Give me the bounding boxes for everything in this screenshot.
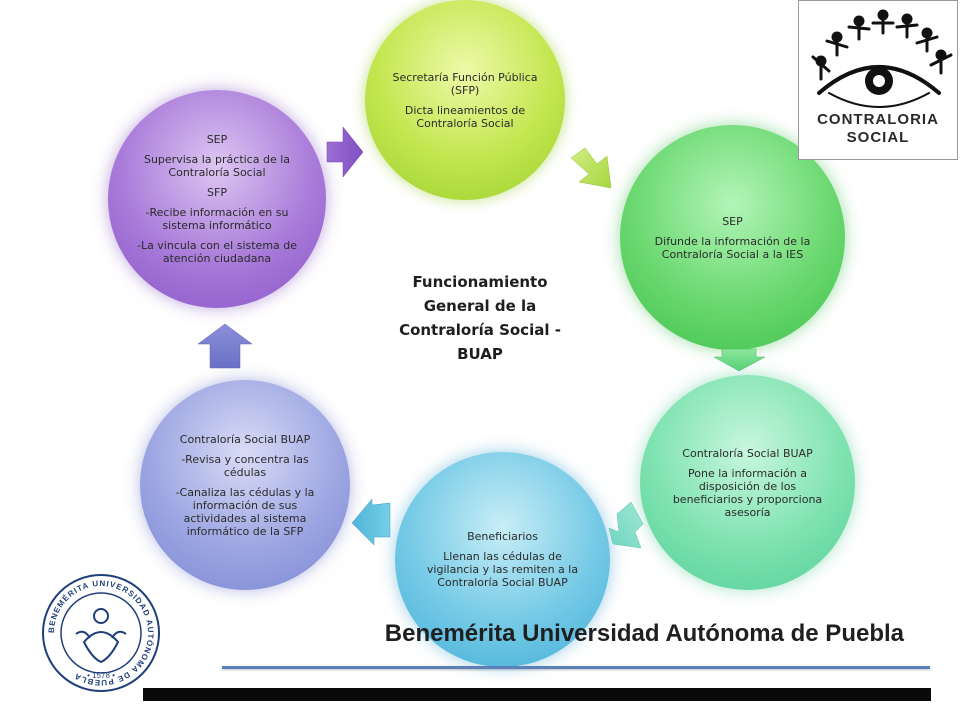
node-csr-title: Contraloría Social BUAP [179,432,311,446]
buap-year: • 1578 • [87,671,115,680]
node-sep-title: SEP [722,214,743,228]
node-contraloria-buap-left: Contraloría Social BUAP -Revisa y concen… [140,380,350,590]
arrow-sfp-to-sep [570,147,612,189]
node-csr-item2: -Canaliza las cédulas y la información d… [175,485,315,538]
node-sepr-item1: -Recibe información en su sistema inform… [145,206,289,232]
node-csb-title: Contraloría Social BUAP [682,446,813,460]
node-csb-desc: Pone la información a disposición de los… [672,466,823,519]
footer-blue-line [222,666,930,669]
node-ben-desc: Llenan las cédulas de vigilancia y las r… [426,550,579,589]
buap-seal-logo: BENEMÉRITA UNIVERSIDAD AUTÓNOMA DE PUEBL… [40,572,162,694]
node-sep: SEP Difunde la información de la Contral… [620,125,845,350]
footer-black-bar [143,688,931,701]
arrow-sep-to-cs-buap [713,348,766,372]
arrow-sep-sfp-to-sfp [326,126,364,178]
node-sep-sfp: SEP Supervisa la práctica de la Contralo… [108,90,326,308]
node-sfp-title: Secretaría Función Pública (SFP) [392,70,538,97]
contraloria-logo-text-2: SOCIAL [846,129,910,146]
diagram-title: Funcionamiento General de la Contraloría… [399,273,561,363]
arrow-cs-buap-to-beneficiarios [608,501,644,549]
node-sep-desc: Difunde la información de la Contraloría… [654,234,811,261]
contraloria-logo-text-1: CONTRALORIA [817,111,939,128]
arrow-beneficiarios-to-cs-buap-left [351,498,391,546]
node-beneficiarios: Beneficiarios Llenan las cédulas de vigi… [395,452,610,667]
node-contraloria-buap-right: Contraloría Social BUAP Pone la informac… [640,375,855,590]
buap-seal-icon: BENEMÉRITA UNIVERSIDAD AUTÓNOMA DE PUEBL… [42,574,160,692]
node-sepr-desc: Supervisa la práctica de la Contraloría … [143,153,291,179]
contraloria-social-logo: CONTRALORIA SOCIAL [798,0,958,160]
node-sfp: Secretaría Función Pública (SFP) Dicta l… [365,0,565,200]
node-sepr-subtitle: SFP [207,186,227,199]
node-sepr-item2: -La vincula con el sistema de atención c… [136,239,298,265]
footer-university-name: Benemérita Universidad Autónoma de Puebl… [384,620,904,647]
node-csr-item1: -Revisa y concentra las cédulas [181,452,309,479]
contraloria-eye-icon [811,9,953,108]
node-sepr-title: SEP [206,133,228,146]
arrow-cs-buap-left-to-sep-sfp [197,323,253,369]
node-ben-title: Beneficiarios [467,530,538,543]
node-sfp-desc: Dicta lineamientos de Contraloría Social [404,103,526,130]
